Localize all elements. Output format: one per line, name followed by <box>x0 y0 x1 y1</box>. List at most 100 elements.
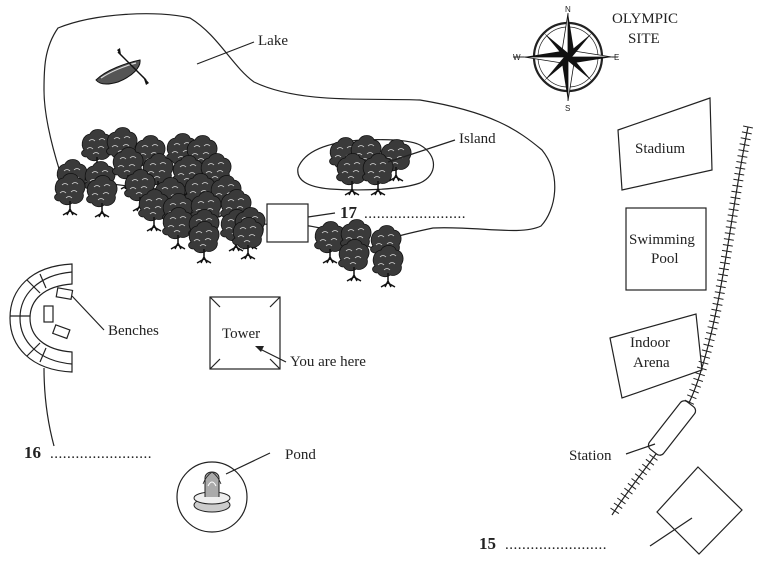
railway-tie <box>742 125 754 129</box>
railway-tie <box>714 291 725 294</box>
railway-tie <box>698 360 709 365</box>
railway-tie <box>687 394 697 400</box>
railway-tie <box>722 244 733 247</box>
indoor-arena-label-1: Indoor <box>630 335 670 351</box>
railway-tie <box>723 238 734 241</box>
railway-tie <box>732 184 743 188</box>
railway-tie <box>720 255 731 259</box>
railway-tie <box>693 377 704 382</box>
question-16-blank[interactable]: ........................ <box>50 446 152 462</box>
railway-tie <box>730 196 741 200</box>
tree-icon <box>337 238 370 282</box>
question-15-building <box>656 466 743 555</box>
tree-icon <box>161 206 194 250</box>
tower <box>209 296 281 370</box>
railway-tie <box>624 487 633 495</box>
railway-tie <box>721 249 732 253</box>
benches-area <box>9 263 74 373</box>
tree-icon <box>231 216 264 260</box>
tree-icon <box>371 244 404 288</box>
railway-tie <box>710 314 721 318</box>
railway-tie <box>708 320 719 324</box>
railway-tie <box>728 208 739 211</box>
railway-tie <box>704 337 715 342</box>
railway-tie <box>649 454 658 461</box>
station-label: Station <box>569 448 612 464</box>
railway-tie <box>712 302 723 306</box>
railway-tie <box>731 190 742 194</box>
map-title-line2: SITE <box>628 31 660 47</box>
railway-tie <box>717 273 728 277</box>
compass-rose-icon: N S E W <box>513 5 619 113</box>
railway-tie <box>729 202 740 206</box>
railway-tie <box>741 131 752 135</box>
tree-icon <box>187 220 220 264</box>
railway-tie <box>711 308 722 312</box>
lake-label: Lake <box>258 33 288 49</box>
swimming-pool <box>625 207 707 291</box>
indoor-arena-label-2: Arena <box>633 355 670 371</box>
railway-tie <box>737 155 748 158</box>
railway-tie <box>706 332 717 336</box>
railway-tie <box>691 383 701 388</box>
compass-e-label: E <box>614 53 619 62</box>
tree-icon <box>85 174 118 218</box>
railway-tie <box>733 178 744 182</box>
question-15-blank[interactable]: ........................ <box>505 537 607 553</box>
railway-tie <box>631 478 640 485</box>
railway-tie <box>703 343 714 348</box>
railway-tie <box>689 388 699 394</box>
you-are-here-label: You are here <box>290 354 366 370</box>
tower-label: Tower <box>222 326 260 342</box>
railway-tie <box>627 482 637 490</box>
railway-tie <box>740 137 751 141</box>
railway-tie <box>620 492 630 500</box>
question-15-number: 15 <box>479 534 496 553</box>
forest <box>53 126 412 288</box>
railway-tie <box>713 297 724 300</box>
compass-s-label: S <box>565 104 570 113</box>
stadium-label: Stadium <box>635 141 685 157</box>
pond-label: Pond <box>285 447 316 463</box>
railway-tie <box>719 261 730 265</box>
fountain-icon <box>193 471 231 513</box>
swimming-pool-label-1: Swimming <box>629 232 695 248</box>
railway-tie <box>736 161 747 164</box>
compass-n-label: N <box>565 5 571 14</box>
railway-tie <box>617 497 626 505</box>
map-title-line1: OLYMPIC <box>612 11 678 27</box>
railway-tie <box>715 285 726 289</box>
railway-tie <box>734 172 745 176</box>
railway-tie <box>726 220 737 223</box>
tree-icon <box>53 172 86 216</box>
railway-tie <box>610 507 620 515</box>
railway-tie <box>707 326 718 330</box>
railway-tie <box>638 468 648 476</box>
rowing-boat-icon <box>95 48 149 85</box>
railway-track-icon <box>610 125 754 516</box>
railway-tie <box>701 349 712 353</box>
railway-tie <box>613 502 623 510</box>
question-17-blank[interactable]: ........................ <box>364 206 466 222</box>
question-17-number: 17 <box>340 203 358 222</box>
railway-tie <box>725 226 736 229</box>
tree-icon <box>335 152 368 196</box>
railway-tie <box>718 267 729 271</box>
railway-tie <box>727 214 738 217</box>
railway-tie <box>700 355 711 359</box>
question-16-number: 16 <box>24 443 41 462</box>
railway-tie <box>735 166 746 170</box>
railway-tie <box>724 232 735 235</box>
island-label: Island <box>459 131 496 147</box>
railway-tie <box>634 473 644 481</box>
compass-w-label: W <box>513 53 521 62</box>
railway-tie <box>716 279 727 283</box>
railway-tie <box>739 143 750 147</box>
indoor-arena <box>609 313 703 399</box>
railway-tie <box>645 458 655 466</box>
railway-tie <box>696 366 707 371</box>
swimming-pool-label-2: Pool <box>651 251 679 267</box>
railway-tie <box>641 463 651 471</box>
lakeside-square <box>266 203 309 243</box>
